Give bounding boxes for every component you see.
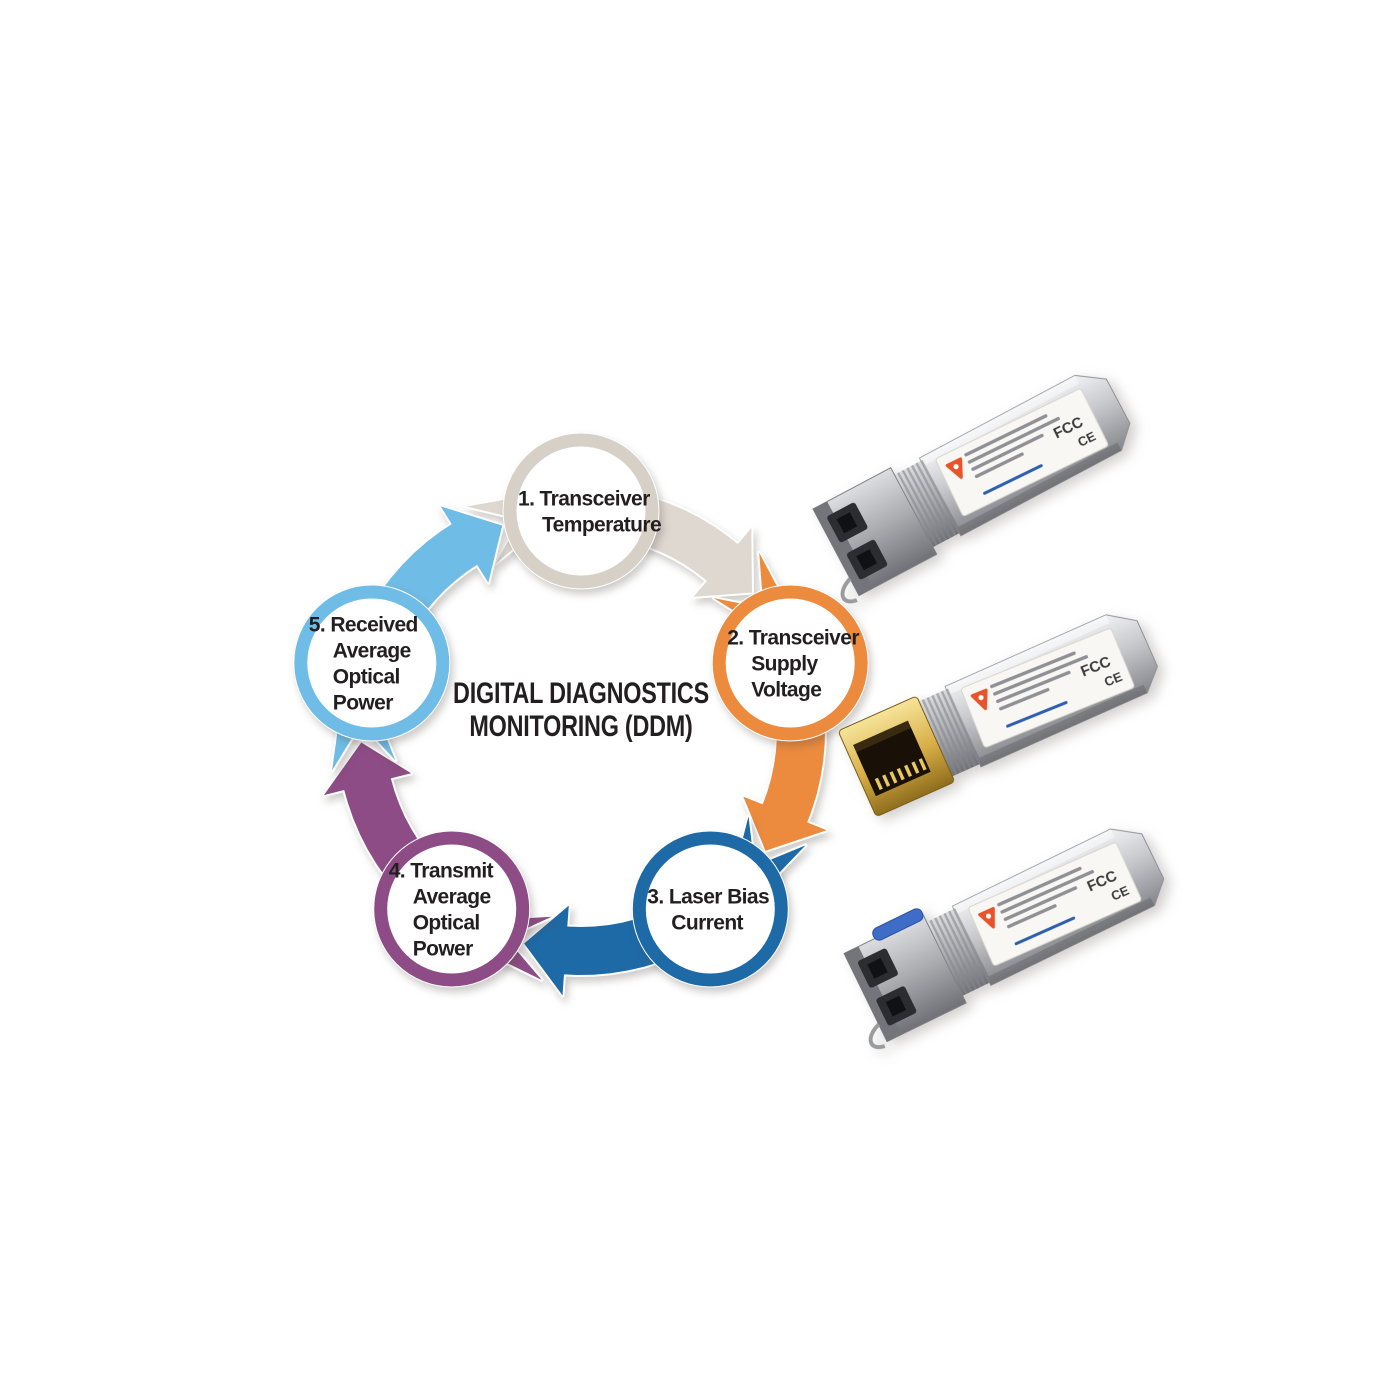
- label-text-line: [1006, 904, 1057, 929]
- label-text-line: [990, 651, 1076, 689]
- module-fin: [929, 919, 968, 995]
- module-fin: [921, 699, 958, 776]
- label-text-line: [967, 416, 1060, 464]
- brand-logo-dot: [953, 464, 959, 470]
- rj45-port-shade: [853, 720, 912, 753]
- module-fin: [945, 688, 982, 765]
- diagram-title-line-2: MONITORING (DDM): [469, 709, 692, 742]
- label-text-line: [971, 433, 1044, 471]
- bail-latch-wire: [840, 577, 858, 604]
- module-fin: [915, 462, 957, 537]
- label-background: [961, 628, 1135, 748]
- module-body-highlight: [919, 375, 1080, 466]
- rj45-pin: [896, 767, 905, 781]
- module-fin: [901, 469, 943, 544]
- label-text-line: [974, 452, 1024, 479]
- ce-mark: CE: [1102, 669, 1125, 690]
- label-background: [935, 388, 1109, 517]
- node-ring: [374, 831, 530, 987]
- module-body-highlight: [952, 829, 1115, 915]
- label-text-line: [993, 655, 1088, 696]
- module-fin: [897, 472, 938, 546]
- module-fin: [934, 917, 973, 993]
- brand-logo-icon: [970, 688, 988, 711]
- node-ring: [712, 585, 868, 741]
- module-fin: [926, 697, 963, 773]
- brand-logo-dot: [978, 694, 984, 701]
- rj45-pin: [904, 764, 913, 778]
- label-text-line: [1000, 870, 1095, 914]
- bail-latch-wire: [868, 1023, 886, 1050]
- label-serial-line: [1006, 701, 1068, 728]
- diagram-title: DIGITAL DIAGNOSTICS MONITORING (DDM): [453, 676, 709, 742]
- label-text-line: [1003, 886, 1078, 921]
- rj45-pin: [911, 761, 920, 774]
- ce-mark: CE: [1075, 428, 1098, 450]
- brand-logo-dot: [985, 913, 992, 919]
- label-serial-line: [983, 464, 1043, 495]
- brand-logo-icon: [978, 906, 995, 929]
- label-text-line: [996, 670, 1071, 704]
- lc-ferrule-top: [867, 957, 888, 979]
- module-fin: [948, 910, 987, 986]
- lc-ferrule-bottom: [856, 549, 878, 571]
- node-ring: [632, 831, 788, 987]
- module-body-shade: [986, 897, 1155, 986]
- rj45-pin: [882, 774, 891, 787]
- module-fin: [931, 694, 967, 771]
- module-fin: [938, 915, 977, 990]
- label-text-line: [997, 866, 1082, 907]
- blue-latch: [872, 908, 924, 941]
- module-fin: [920, 460, 961, 534]
- ce-mark: CE: [1109, 882, 1132, 903]
- module-body-highlight: [945, 614, 1110, 695]
- module-mid-section: [919, 688, 982, 777]
- module-fin: [943, 912, 982, 988]
- node-ring: [294, 585, 450, 741]
- module-fin: [906, 467, 947, 541]
- rj45-pin: [918, 758, 927, 771]
- rj45-pin: [889, 771, 898, 784]
- module-body-shade: [977, 684, 1148, 767]
- diagram-title-line-1: DIGITAL DIAGNOSTICS: [453, 676, 709, 709]
- module-fin: [910, 464, 952, 539]
- module-fin: [940, 690, 977, 767]
- rj45-pin: [874, 777, 883, 791]
- label-text-line: [999, 687, 1050, 711]
- module-fin: [936, 692, 972, 769]
- lc-ferrule-bottom: [885, 995, 907, 1017]
- label-text-line: [964, 414, 1048, 457]
- label-serial-line: [1014, 916, 1076, 946]
- lc-ferrule-top: [836, 512, 858, 534]
- module-body-shade: [956, 442, 1122, 536]
- module-fin: [952, 908, 991, 984]
- label-background: [968, 842, 1142, 966]
- node-ring: [503, 433, 659, 589]
